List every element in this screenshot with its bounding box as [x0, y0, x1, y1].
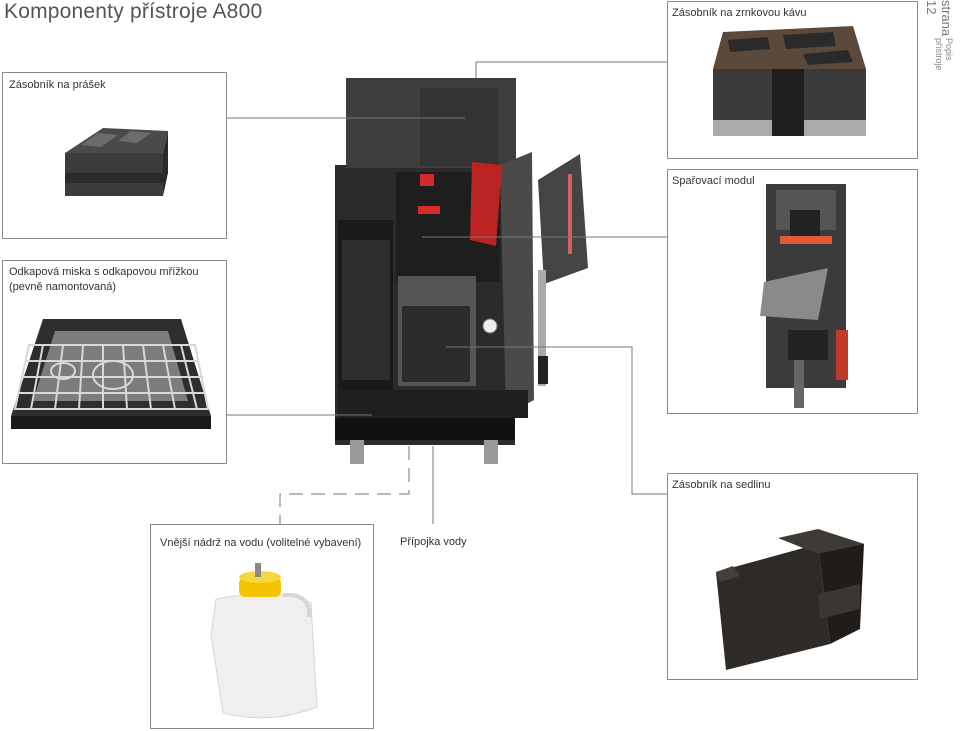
- page-side-caption: strana 12 Popis přístroje: [924, 0, 954, 71]
- drip-tray-label-1: Odkapová miska s odkapovou mřížkou: [9, 266, 199, 278]
- grounds-container-label: Zásobník na sedlinu: [672, 479, 771, 491]
- page-title: Komponenty přístroje A800: [4, 0, 263, 23]
- brewing-unit-panel: Spařovací modul: [667, 169, 918, 414]
- powder-container-image: [65, 128, 168, 196]
- brewing-unit-image: [760, 184, 848, 408]
- bean-container-image: [713, 26, 866, 136]
- drip-tray-panel: Odkapová miska s odkapovou mřížkou (pevn…: [2, 260, 227, 464]
- grounds-container-panel: Zásobník na sedlinu: [667, 473, 918, 680]
- water-tank-panel: Vnější nádrž na vodu (volitelné vybavení…: [150, 524, 374, 729]
- drip-tray-image: [11, 319, 211, 429]
- bean-container-label: Zásobník na zrnkovou kávu: [672, 7, 807, 19]
- water-tank-label: Vnější nádrž na vodu (volitelné vybavení…: [160, 537, 362, 549]
- brewing-unit-label: Spařovací modul: [672, 175, 755, 187]
- powder-container-panel: Zásobník na prášek: [2, 72, 227, 239]
- bean-container-panel: Zásobník na zrnkovou kávu: [667, 1, 918, 159]
- drip-tray-label-2: (pevně namontovaná): [9, 281, 117, 293]
- section-name: Popis přístroje: [934, 38, 954, 71]
- grounds-container-image: [716, 529, 864, 670]
- water-tank-image: [210, 563, 318, 719]
- powder-container-label: Zásobník na prášek: [9, 79, 106, 91]
- water-connection-label: Přípojka vody: [400, 536, 467, 548]
- machine-illustration: [335, 78, 588, 464]
- page-number: strana 12: [924, 0, 954, 37]
